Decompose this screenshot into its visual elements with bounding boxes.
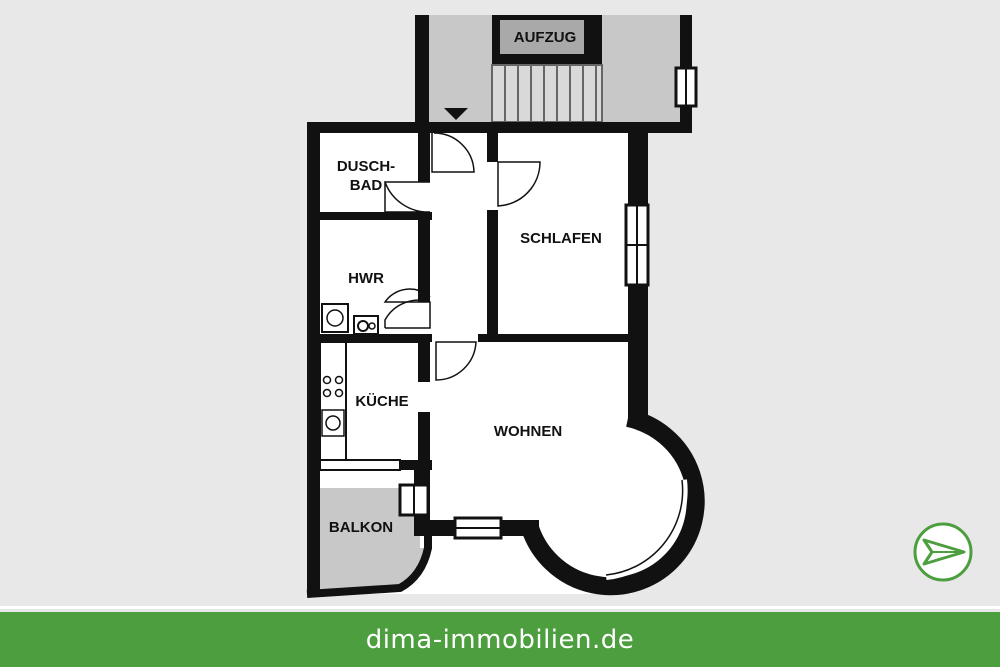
outer-wall-top-left: [307, 122, 432, 133]
kitchen-counter: [319, 341, 418, 461]
washing-machine-icon: [321, 303, 349, 333]
elevator-cabin: [500, 20, 584, 54]
stairs: [491, 64, 603, 123]
room-label-kitchen: KÜCHE: [355, 393, 408, 410]
website-link[interactable]: dima-immobilien.de: [365, 624, 635, 655]
wall-corridor-left-3: [418, 334, 430, 382]
wall-bedroom-bottom: [478, 334, 648, 342]
room-label-hwr: HWR: [348, 270, 384, 287]
wall-hwr-kitchen: [307, 334, 432, 342]
stairwell-wall-left: [415, 15, 429, 133]
brand-logo-icon[interactable]: [912, 521, 974, 583]
room-label-shower-bath-line2: BAD: [350, 177, 383, 194]
footer-bar: dima-immobilien.de: [0, 612, 1000, 667]
dryer-icon: [353, 315, 379, 335]
outer-wall-left: [307, 122, 320, 594]
wall-bedroom-left-1: [487, 122, 498, 162]
room-label-living: WOHNEN: [494, 423, 562, 440]
room-label-bedroom: SCHLAFEN: [520, 230, 602, 247]
floor-plan: AUFZUG: [306, 15, 705, 598]
wall-bath-hwr: [307, 212, 432, 220]
stove-icon: [322, 375, 344, 398]
footer-divider: [0, 606, 1000, 609]
bay-window-floor: [530, 418, 696, 587]
wall-corridor-left-1: [418, 122, 430, 182]
balcony-railing: [306, 536, 432, 598]
bay-window-wall: [521, 409, 705, 596]
room-label-balcony: BALKON: [329, 519, 393, 536]
door-swings: [383, 132, 541, 381]
room-label-shower-bath-line1: DUSCH-: [337, 158, 395, 175]
elevator-label: AUFZUG: [514, 29, 577, 46]
entrance-arrow-icon: [444, 108, 468, 120]
wall-bedroom-left-2: [487, 210, 498, 340]
outer-wall-top-right: [478, 122, 648, 133]
wall-corridor-left-4: [418, 412, 430, 462]
kitchen-window: [319, 459, 401, 471]
dishwasher-icon: [321, 409, 345, 437]
wall-corridor-left-2: [418, 212, 430, 302]
